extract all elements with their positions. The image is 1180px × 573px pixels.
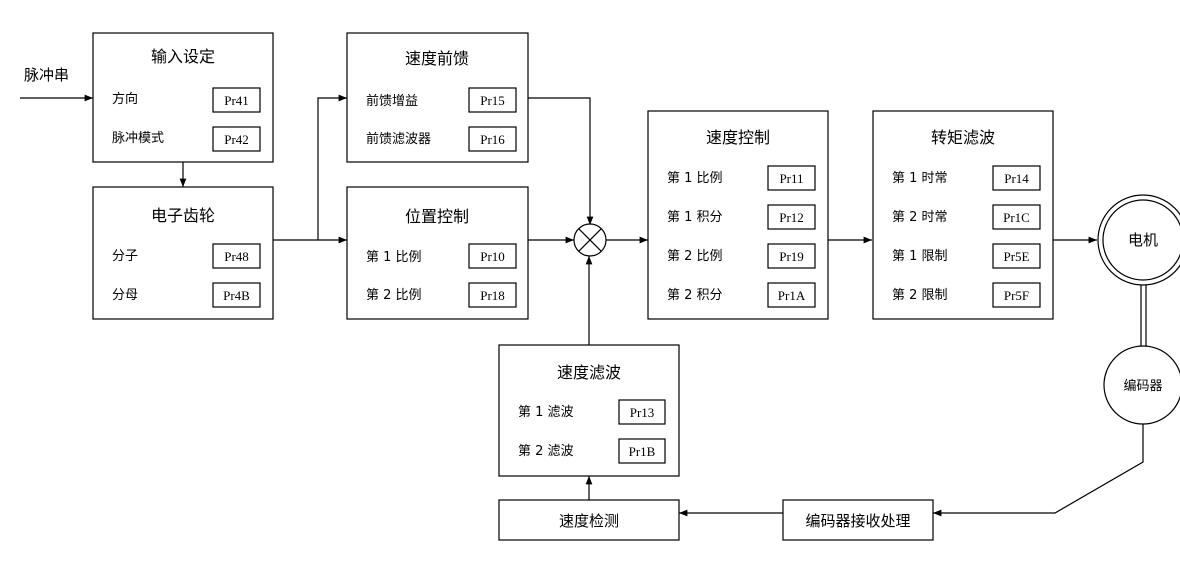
torque-filter-param: Pr5E xyxy=(1004,249,1030,264)
speed-filter-param: Pr13 xyxy=(630,405,655,420)
input-setting-title: 输入设定 xyxy=(151,47,215,66)
encoder-node: 编码器 xyxy=(1103,345,1180,425)
torque-filter-param: Pr1C xyxy=(1003,210,1030,225)
torque-filter-title: 转矩滤波 xyxy=(931,128,995,147)
speed-feedforward-block: 速度前馈 前馈增益 Pr15 前馈滤波器 Pr16 xyxy=(346,32,529,163)
input-setting-block: 输入设定 方向 Pr41 脉冲模式 Pr42 xyxy=(92,32,274,163)
speed-control-param: Pr19 xyxy=(779,249,804,264)
torque-filter-param: Pr5F xyxy=(1004,288,1029,303)
speed-control-row-label: 第 1 比例 xyxy=(667,171,723,186)
encoder-to-processing-arrow xyxy=(933,424,1144,517)
speed-control-row-label: 第 2 比例 xyxy=(667,249,723,264)
electronic-gear-row-label: 分子 xyxy=(112,249,138,264)
gear-to-feedforward-arrow xyxy=(317,94,347,240)
speed-feedforward-row-label: 前馈滤波器 xyxy=(366,131,431,147)
speed-control-param: Pr12 xyxy=(779,210,804,225)
speed-feedforward-title: 速度前馈 xyxy=(405,49,469,68)
input-setting-param: Pr41 xyxy=(224,93,249,108)
torque-filter-row-label: 第 2 时常 xyxy=(892,210,948,225)
encoder-processing-block: 编码器接收处理 xyxy=(782,499,934,541)
position-control-title: 位置控制 xyxy=(405,207,469,226)
speed-filter-row-label: 第 2 滤波 xyxy=(518,444,574,459)
speed-filter-title: 速度滤波 xyxy=(557,363,621,382)
speed-filter-row-label: 第 1 滤波 xyxy=(518,405,574,420)
speed-control-title: 速度控制 xyxy=(706,128,770,147)
speed-feedforward-row-label: 前馈增益 xyxy=(366,93,418,109)
speed-filter-param: Pr1B xyxy=(629,444,656,459)
speed-control-param: Pr11 xyxy=(779,171,803,186)
connections xyxy=(20,94,1147,517)
electronic-gear-param: Pr48 xyxy=(224,249,249,264)
speed-feedforward-param: Pr16 xyxy=(480,132,505,147)
encoder-label: 编码器 xyxy=(1123,379,1162,394)
summing-junction xyxy=(573,223,607,257)
speed-control-row-label: 第 2 积分 xyxy=(667,288,723,303)
speed-control-row-label: 第 1 积分 xyxy=(667,210,723,225)
pulse-train-label: 脉冲串 xyxy=(24,66,69,84)
input-setting-row-label: 脉冲模式 xyxy=(112,131,164,146)
speed-detect-label: 速度检测 xyxy=(559,512,619,530)
torque-filter-param: Pr14 xyxy=(1004,171,1029,186)
electronic-gear-block: 电子齿轮 分子 Pr48 分母 Pr4B xyxy=(92,186,274,320)
feedforward-to-sum-arrow xyxy=(528,97,594,225)
position-control-block: 位置控制 第 1 比例 Pr10 第 2 比例 Pr18 xyxy=(346,186,529,320)
motor-node: 电机 xyxy=(1097,194,1180,286)
torque-filter-block: 转矩滤波 第 1 时常 Pr14 第 2 时常 Pr1C 第 1 限制 Pr5E… xyxy=(872,110,1054,320)
speed-feedforward-param: Pr15 xyxy=(480,93,505,108)
input-setting-param: Pr42 xyxy=(224,132,249,147)
speed-detect-block: 速度检测 xyxy=(498,499,680,541)
encoder-processing-label: 编码器接收处理 xyxy=(805,512,910,530)
motor-label: 电机 xyxy=(1128,231,1158,249)
position-control-param: Pr10 xyxy=(480,249,505,264)
torque-filter-row-label: 第 1 时常 xyxy=(892,171,948,186)
position-control-row-label: 第 2 比例 xyxy=(366,288,422,303)
torque-filter-row-label: 第 2 限制 xyxy=(892,288,948,303)
electronic-gear-param: Pr4B xyxy=(223,288,250,303)
position-control-row-label: 第 1 比例 xyxy=(366,250,422,265)
torque-filter-row-label: 第 1 限制 xyxy=(892,249,948,264)
speed-control-param: Pr1A xyxy=(778,288,806,303)
position-control-param: Pr18 xyxy=(480,288,505,303)
input-setting-row-label: 方向 xyxy=(112,91,138,107)
electronic-gear-row-label: 分母 xyxy=(112,288,138,303)
speed-filter-block: 速度滤波 第 1 滤波 Pr13 第 2 滤波 Pr1B xyxy=(498,344,680,477)
speed-control-block: 速度控制 第 1 比例 Pr11 第 1 积分 Pr12 第 2 比例 Pr19… xyxy=(647,110,829,320)
electronic-gear-title: 电子齿轮 xyxy=(151,206,215,225)
